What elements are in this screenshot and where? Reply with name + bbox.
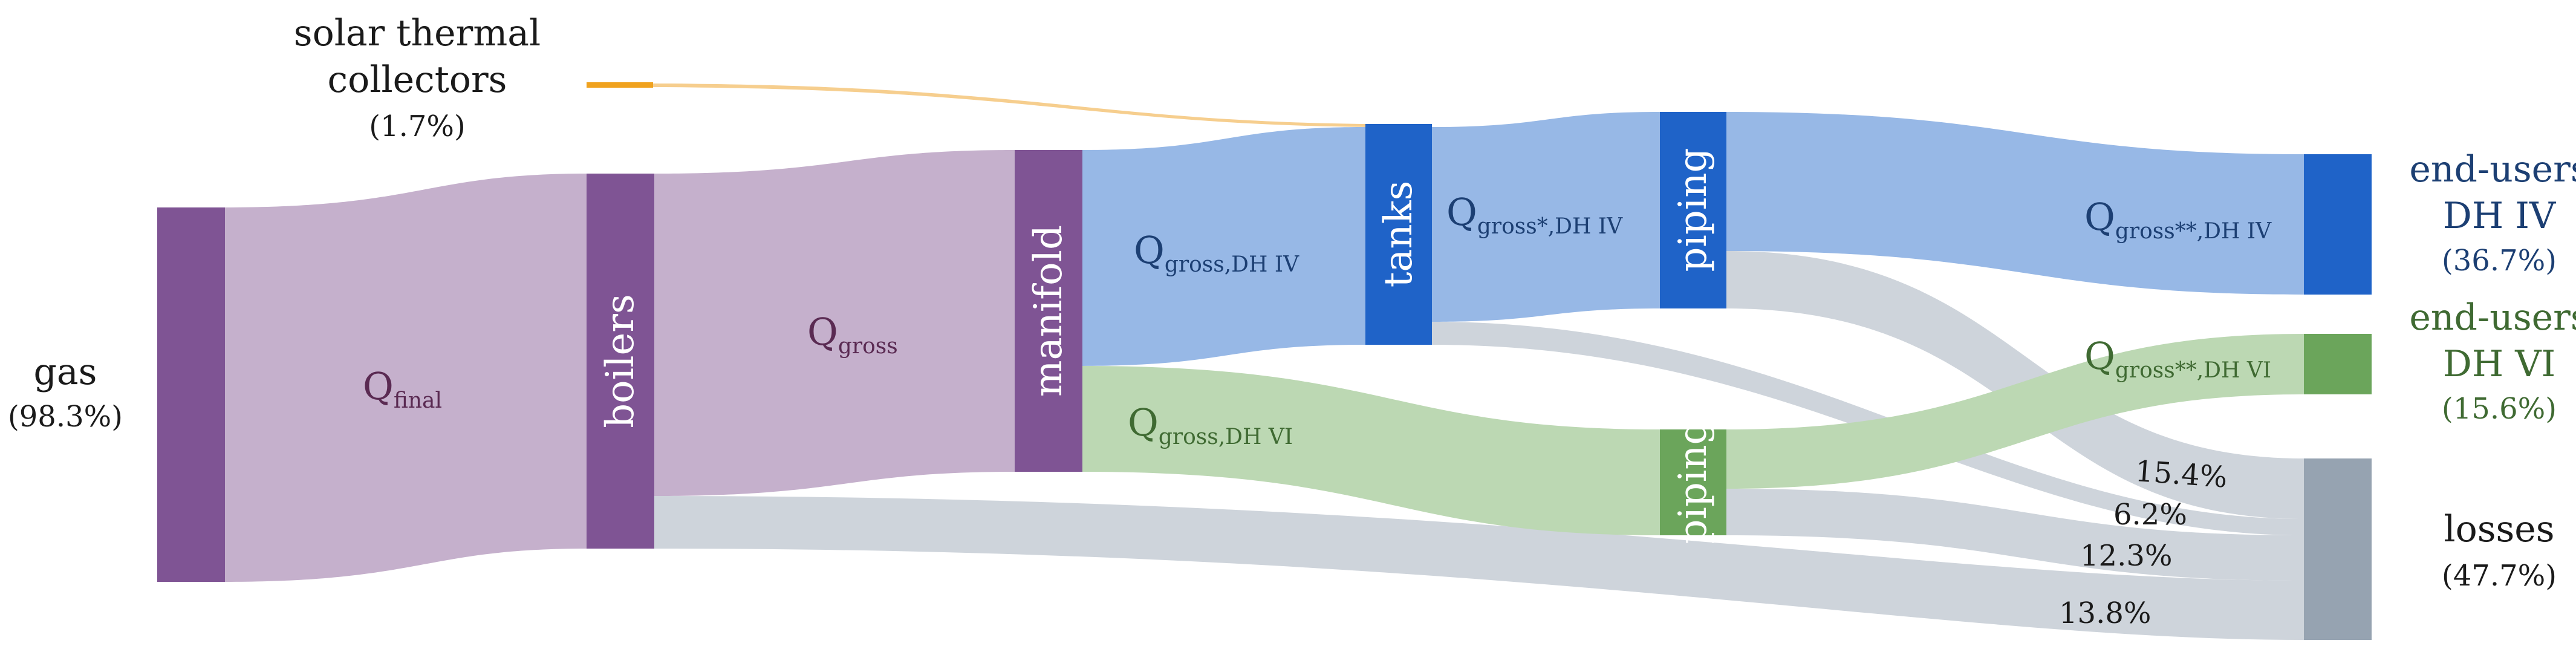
node-losses (2304, 458, 2372, 640)
losses-percent: (47.7%) (2442, 559, 2557, 593)
node-solar (587, 82, 653, 88)
q-gross-dh-iv-label: Qgross,DH IV (1134, 228, 1299, 277)
node-end-users-iv (2304, 154, 2372, 295)
q-final-sub: final (394, 388, 442, 413)
source-labels: gas (98.3%) solar thermal collectors (1.… (8, 12, 541, 434)
solar-label-line2: collectors (328, 59, 507, 101)
boilers-label: boilers (598, 294, 643, 428)
flow-boilers-to-losses (654, 496, 2304, 640)
q-gross-star-dh-iv-label: Qgross*,DH IV (1446, 190, 1623, 239)
q-gross-star-dh-iv-main: Q (1446, 190, 1477, 234)
end-users-iv-line1: end-users (2409, 148, 2576, 191)
node-labels: boilers manifold tanks piping piping (598, 148, 1716, 544)
flow-bands (224, 83, 2304, 640)
end-users-vi-percent: (15.6%) (2442, 392, 2557, 426)
q-gross-2star-dh-iv-main: Q (2084, 195, 2115, 239)
loss-label-tanks: 6.2% (2113, 498, 2187, 532)
flow-piping-iv-to-end-users-iv (1726, 112, 2304, 295)
flow-piping-vi-to-losses (1726, 489, 2304, 581)
flow-solar-to-tanks (650, 83, 1367, 127)
q-final-label: Qfinal (363, 364, 442, 413)
sink-labels: end-users DH IV (36.7%) end-users DH VI … (2409, 148, 2576, 593)
node-manifold (1015, 150, 1082, 472)
tanks-label: tanks (1376, 181, 1421, 288)
q-gross-2star-dh-vi-main: Q (2084, 334, 2115, 378)
solar-percent: (1.7%) (369, 109, 465, 143)
node-end-users-vi (2304, 334, 2372, 394)
flow-boilers-to-manifold (654, 150, 1015, 496)
q-gross-dh-iv-main: Q (1134, 228, 1165, 272)
q-gross-sub: gross (838, 334, 898, 359)
losses-label: losses (2444, 508, 2554, 550)
q-gross-2star-dh-vi-sub: gross**,DH VI (2115, 358, 2271, 383)
q-gross-star-dh-iv-sub: gross*,DH IV (1477, 214, 1623, 239)
end-users-iv-percent: (36.7%) (2442, 244, 2557, 278)
flow-manifold-to-tanks (1082, 127, 1365, 366)
node-piping-iv (1660, 112, 1726, 308)
q-gross-dh-vi-main: Q (1128, 400, 1159, 445)
gas-label: gas (34, 351, 97, 393)
flow-labels: Qfinal Qgross Qgross,DH IV Qgross,DH VI … (363, 190, 2272, 449)
q-gross-main: Q (807, 310, 838, 354)
loss-label-piping-vi: 12.3% (2080, 539, 2172, 573)
q-gross-2star-dh-iv-label: Qgross**,DH IV (2084, 195, 2272, 244)
q-final-main: Q (363, 364, 394, 408)
node-boilers (587, 174, 654, 549)
flow-manifold-to-piping-vi (1082, 366, 1660, 535)
end-users-vi-line2: DH VI (2443, 343, 2556, 385)
end-users-iv-line2: DH IV (2443, 195, 2557, 237)
q-gross-label: Qgross (807, 310, 898, 359)
manifold-label: manifold (1026, 225, 1071, 397)
loss-percent-labels: 15.4% 6.2% 12.3% 13.8% (2059, 454, 2228, 630)
node-piping-vi (1660, 429, 1726, 535)
q-gross-2star-dh-vi-label: Qgross**,DH VI (2084, 334, 2271, 383)
flow-gas-to-boilers (224, 174, 588, 582)
q-gross-dh-iv-sub: gross,DH IV (1165, 252, 1299, 277)
end-users-vi-line1: end-users (2409, 296, 2576, 339)
flow-piping-vi-to-end-users-vi (1726, 334, 2304, 489)
node-gas (157, 207, 225, 582)
q-gross-2star-dh-iv-sub: gross**,DH IV (2115, 219, 2272, 244)
solar-label-line1: solar thermal (294, 12, 541, 54)
piping-vi-label: piping (1671, 420, 1716, 544)
node-tanks (1365, 124, 1432, 345)
q-gross-dh-vi-sub: gross,DH VI (1159, 425, 1293, 449)
flow-tanks-to-piping-iv (1432, 112, 1660, 322)
gas-percent: (98.3%) (8, 400, 123, 434)
loss-label-boilers: 13.8% (2059, 596, 2151, 630)
nodes (157, 82, 2372, 640)
loss-label-piping-iv: 15.4% (2134, 454, 2228, 495)
q-gross-dh-vi-label: Qgross,DH VI (1128, 400, 1293, 449)
piping-iv-label: piping (1671, 148, 1716, 272)
